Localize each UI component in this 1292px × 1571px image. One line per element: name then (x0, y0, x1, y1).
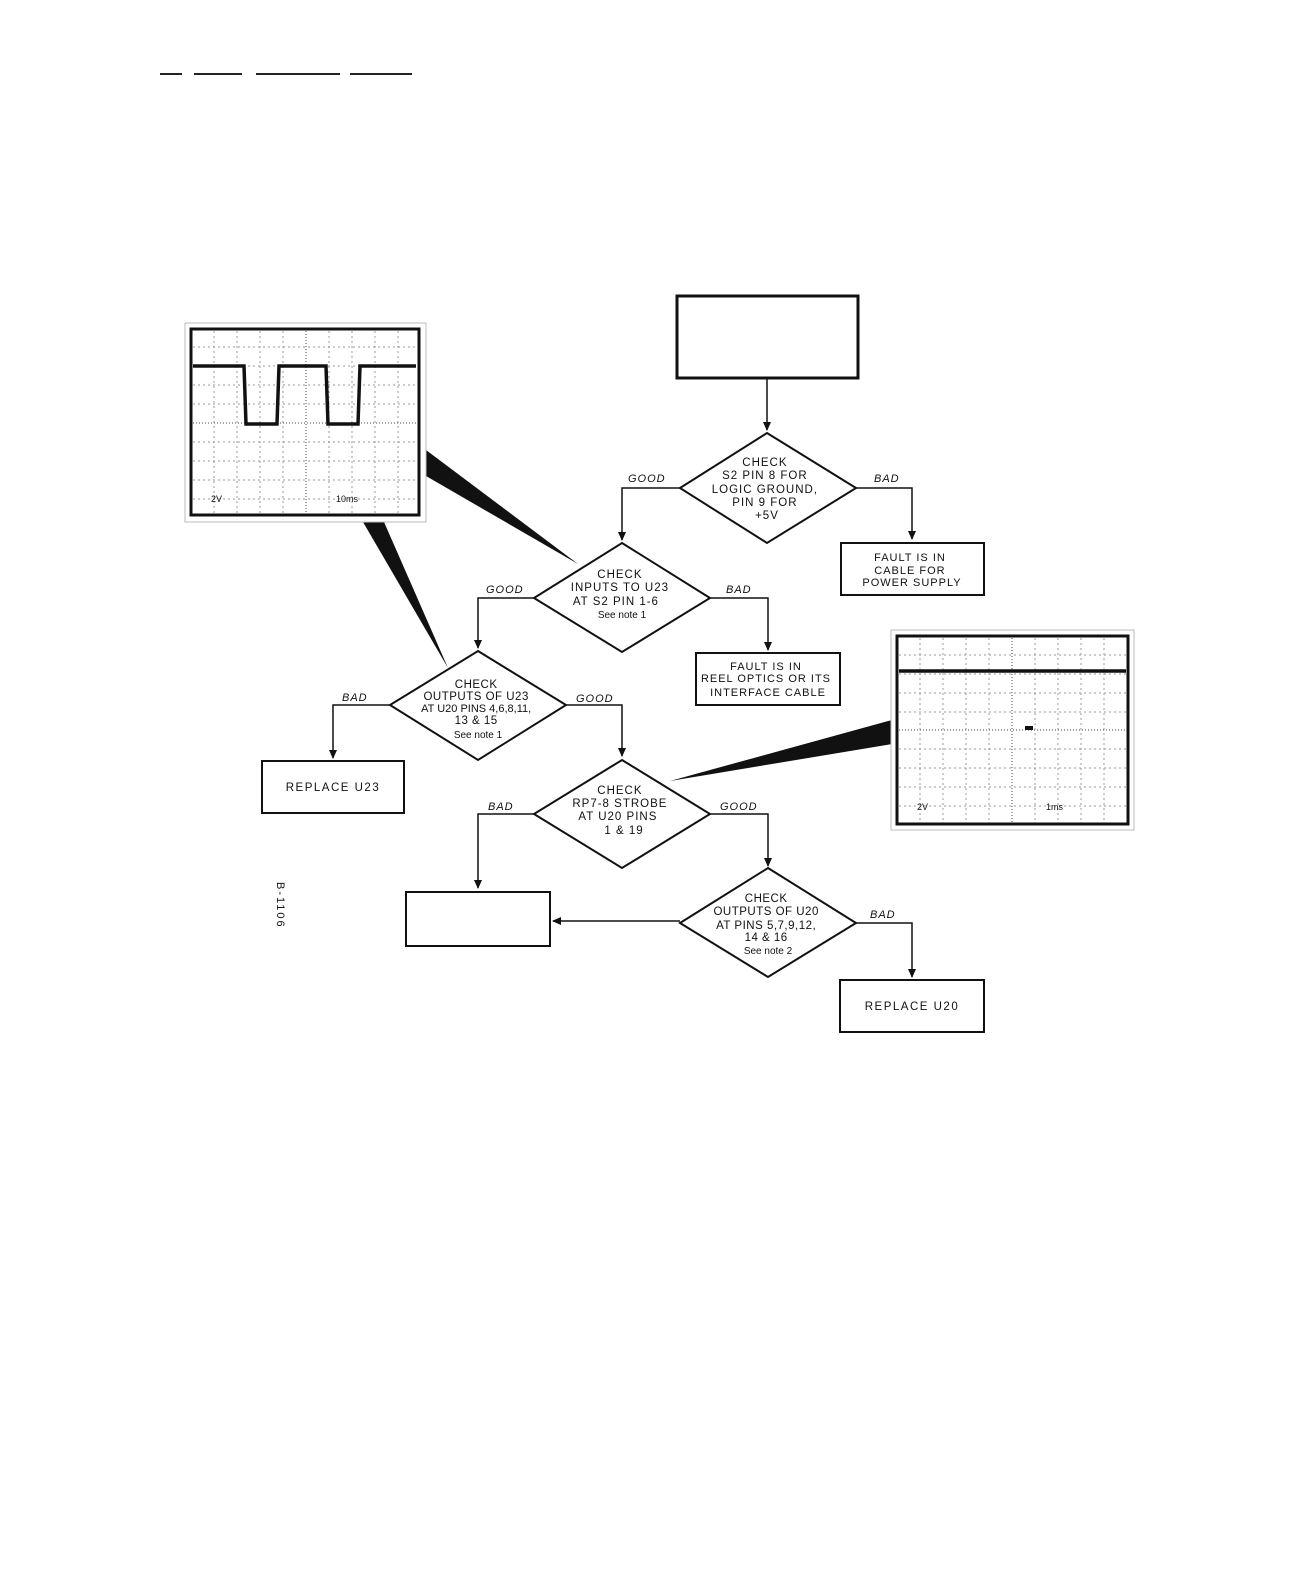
result-fault-reel-optics: FAULT IS IN REEL OPTICS OR ITS INTERFACE… (696, 653, 840, 705)
decision-check-s2-pin8: CHECK S2 PIN 8 FOR LOGIC GROUND, PIN 9 F… (680, 433, 856, 543)
node-text-line: CHECK (597, 785, 642, 797)
svg-text:REPLACE U20: REPLACE U20 (865, 1001, 959, 1013)
node-text-line: +5V (755, 510, 779, 522)
result-fault-power-cable: FAULT IS IN CABLE FOR POWER SUPPLY (841, 543, 984, 595)
node-text-line: LOGIC GROUND, (712, 484, 818, 496)
node-text-line: See note 1 (598, 610, 647, 621)
strobe-good-line (710, 814, 768, 866)
start-box (677, 296, 858, 378)
node-text-line: 1 & 19 (604, 825, 643, 837)
node-text-line: FAULT IS IN (874, 552, 946, 564)
node-text-line: AT PINS 5,7,9,12, (716, 920, 816, 932)
node-text-line: REPLACE U23 (286, 782, 380, 794)
scope2-pointer-to-strobe (670, 720, 892, 781)
scope2-volts-label: 2V (917, 802, 928, 812)
branch-label-good: GOOD (576, 693, 614, 705)
branch-label-good: GOOD (628, 473, 666, 485)
s2-bad-line (856, 488, 912, 539)
scope1-pointer-to-outputs (363, 522, 448, 668)
node-text-line: CHECK (745, 893, 788, 905)
node-text-line: 13 & 15 (455, 715, 498, 727)
result-replace-u23: REPLACE U23 (262, 761, 404, 813)
node-text-line: PIN 9 FOR (732, 497, 797, 509)
branch-label-bad: BAD (342, 692, 368, 704)
outputs-u20-bad-line (856, 923, 912, 977)
svg-text:REPLACE U23: REPLACE U23 (286, 782, 380, 794)
scope1-time-label: 10ms (336, 494, 359, 504)
decision-check-strobe: CHECK RP7-8 STROBE AT U20 PINS 1 & 19 (534, 760, 710, 868)
node-text-line: RP7-8 STROBE (572, 798, 667, 810)
scope1-volts-label: 2V (211, 494, 222, 504)
branch-label-good: GOOD (720, 801, 758, 813)
branch-label-good: GOOD (486, 584, 524, 596)
decision-check-inputs-u23: CHECK INPUTS TO U23 AT S2 PIN 1-6 See no… (534, 543, 710, 652)
oscilloscope-trace-2: 2V 1ms (891, 630, 1134, 830)
node-text-line: INTERFACE CABLE (710, 687, 826, 699)
node-text-line: AT U20 PINS 4,6,8,11, (421, 703, 531, 715)
node-text-line: CHECK (455, 679, 498, 691)
s2-good-line (622, 488, 680, 540)
svg-text:FAULT IS IN CABLE FOR: FAULT IS IN CABLE FOR POWER SUPPLY (862, 552, 961, 589)
node-text-line: CABLE FOR (874, 565, 945, 577)
node-text-line: AT U20 PINS (578, 811, 657, 823)
branch-label-bad: BAD (488, 801, 514, 813)
node-text-line: OUTPUTS OF U23 (423, 691, 528, 703)
node-text-line: REEL OPTICS OR ITS (701, 673, 831, 685)
decision-check-outputs-u20: CHECK OUTPUTS OF U20 AT PINS 5,7,9,12, 1… (680, 868, 856, 977)
node-text-line: CHECK (597, 569, 642, 581)
node-text-line: OUTPUTS OF U20 (713, 906, 818, 918)
branch-label-bad: BAD (874, 473, 900, 485)
outputs-u23-good-line (566, 705, 622, 756)
result-replace-u20: REPLACE U20 (840, 980, 984, 1032)
scope2-time-label: 1ms (1046, 802, 1064, 812)
outputs-u23-bad-line (333, 705, 390, 758)
node-text-line: REPLACE U20 (865, 1001, 959, 1013)
node-text-line: POWER SUPPLY (862, 577, 961, 589)
node-text-line: See note 1 (454, 730, 503, 741)
scope1-pointer-to-inputs (426, 450, 578, 564)
node-text-line: See note 2 (744, 946, 793, 957)
branch-label-bad: BAD (870, 909, 896, 921)
node-text-line: 14 & 16 (745, 932, 788, 944)
node-text-line: INPUTS TO U23 (571, 582, 669, 594)
node-text-line: AT S2 PIN 1-6 (573, 596, 659, 608)
node-text-line: S2 PIN 8 FOR (722, 470, 808, 482)
inputs-bad-line (710, 598, 768, 650)
inputs-good-line (478, 598, 534, 648)
node-text-line: CHECK (742, 457, 787, 469)
diagram-code: B-1106 (274, 882, 286, 929)
decision-check-outputs-u23: CHECK OUTPUTS OF U23 AT U20 PINS 4,6,8,1… (390, 651, 566, 760)
oscilloscope-trace-1: 2V 10ms (185, 323, 426, 522)
branch-label-bad: BAD (726, 584, 752, 596)
strobe-bad-line (478, 814, 534, 888)
result-end-box (406, 892, 550, 946)
node-text-line: FAULT IS IN (730, 661, 802, 673)
